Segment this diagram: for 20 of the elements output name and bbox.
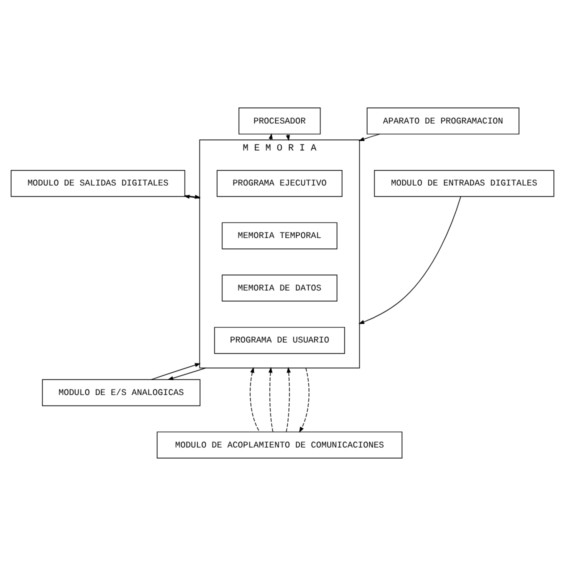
node-box: MODULO DE ACOPLAMIENTO DE COMUNICACIONES	[156, 432, 402, 458]
arrow	[299, 368, 310, 433]
arrow	[268, 366, 274, 432]
node-box: MODULO DE SALIDAS DIGITALES	[10, 170, 186, 197]
node-box: MODULO DE E/S ANALOGICAS	[42, 379, 200, 406]
arrow	[358, 196, 462, 324]
node-box: MEMORIA TEMPORAL	[222, 222, 338, 250]
node-box: APARATO DE PROGRAMACION	[366, 108, 520, 134]
node-box: PROCESADOR	[238, 108, 321, 134]
arrow	[151, 363, 201, 380]
node-box: MEMORIA DE DATOS	[222, 274, 338, 302]
node-box: PROGRAMA EJECUTIVO	[216, 170, 342, 197]
arrow	[268, 133, 273, 140]
arrow	[286, 366, 291, 432]
arrow	[286, 134, 290, 141]
arrow	[358, 134, 380, 142]
arrow	[250, 366, 260, 432]
node-box: PROGRAMA DE USUARIO	[214, 326, 345, 354]
node-box: MODULO DE ENTRADAS DIGITALES	[374, 170, 554, 197]
arrow	[167, 368, 206, 380]
